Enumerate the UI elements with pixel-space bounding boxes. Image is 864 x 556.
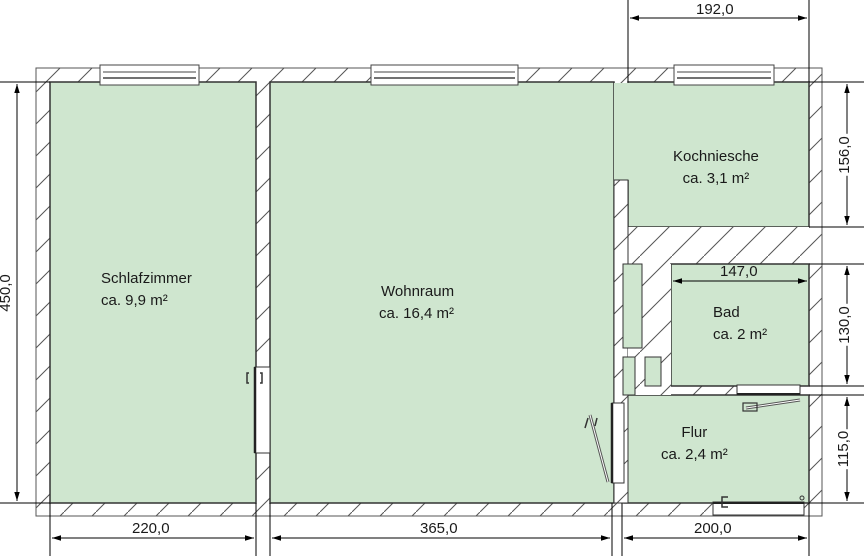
- room-area: ca. 16,4 m²: [379, 305, 455, 322]
- room-label-flur: Flur ca. 2,4 m²: [661, 422, 728, 466]
- room-name: Schlafzimmer: [101, 270, 192, 287]
- window-wohnraum[interactable]: [370, 64, 519, 86]
- room-area: ca. 3,1 m²: [682, 170, 750, 187]
- window-kochniesche[interactable]: [673, 64, 775, 86]
- shaft-2: [644, 356, 662, 387]
- dim-right-bad-height: 130,0: [835, 304, 853, 346]
- rooms: [49, 81, 810, 504]
- room-name: Flur: [681, 424, 708, 441]
- dim-right-kitchen-height: 156,0: [835, 134, 853, 176]
- room-schlafzimmer[interactable]: [49, 81, 257, 504]
- room-label-bad: Bad ca. 2 m²: [713, 302, 767, 346]
- dim-bottom-flur-width: 200,0: [694, 520, 732, 537]
- door-bad[interactable]: [736, 384, 801, 412]
- room-label-kochniesche: Kochniesche ca. 3,1 m²: [673, 146, 759, 190]
- door-schlafzimmer[interactable]: [246, 366, 271, 454]
- dim-bottom-wohnraum-width: 365,0: [420, 520, 458, 537]
- room-area: ca. 9,9 m²: [101, 292, 168, 309]
- room-name: Bad: [713, 304, 740, 321]
- room-area: ca. 2,4 m²: [661, 446, 728, 463]
- room-label-wohnraum: Wohnraum ca. 16,4 m²: [379, 281, 454, 325]
- door-wohnraum[interactable]: [584, 402, 625, 484]
- room-label-schlafzimmer: Schlafzimmer ca. 9,9 m²: [101, 268, 192, 312]
- shaft-1: [622, 263, 643, 349]
- dim-bad-width: 147,0: [720, 263, 758, 280]
- door-entrance[interactable]: [712, 495, 805, 516]
- dim-left-total-height: 450,0: [0, 272, 14, 314]
- dim-right-flur-height: 115,0: [835, 428, 853, 470]
- room-kochniesche[interactable]: [627, 81, 810, 228]
- dim-bottom-schlafzimmer-width: 220,0: [132, 520, 170, 537]
- window-schlafzimmer[interactable]: [99, 64, 200, 86]
- room-name: Wohnraum: [381, 283, 455, 300]
- room-area: ca. 2 m²: [713, 326, 768, 343]
- room-name: Kochniesche: [673, 148, 759, 165]
- dim-top-kitchen-width: 192,0: [696, 1, 734, 18]
